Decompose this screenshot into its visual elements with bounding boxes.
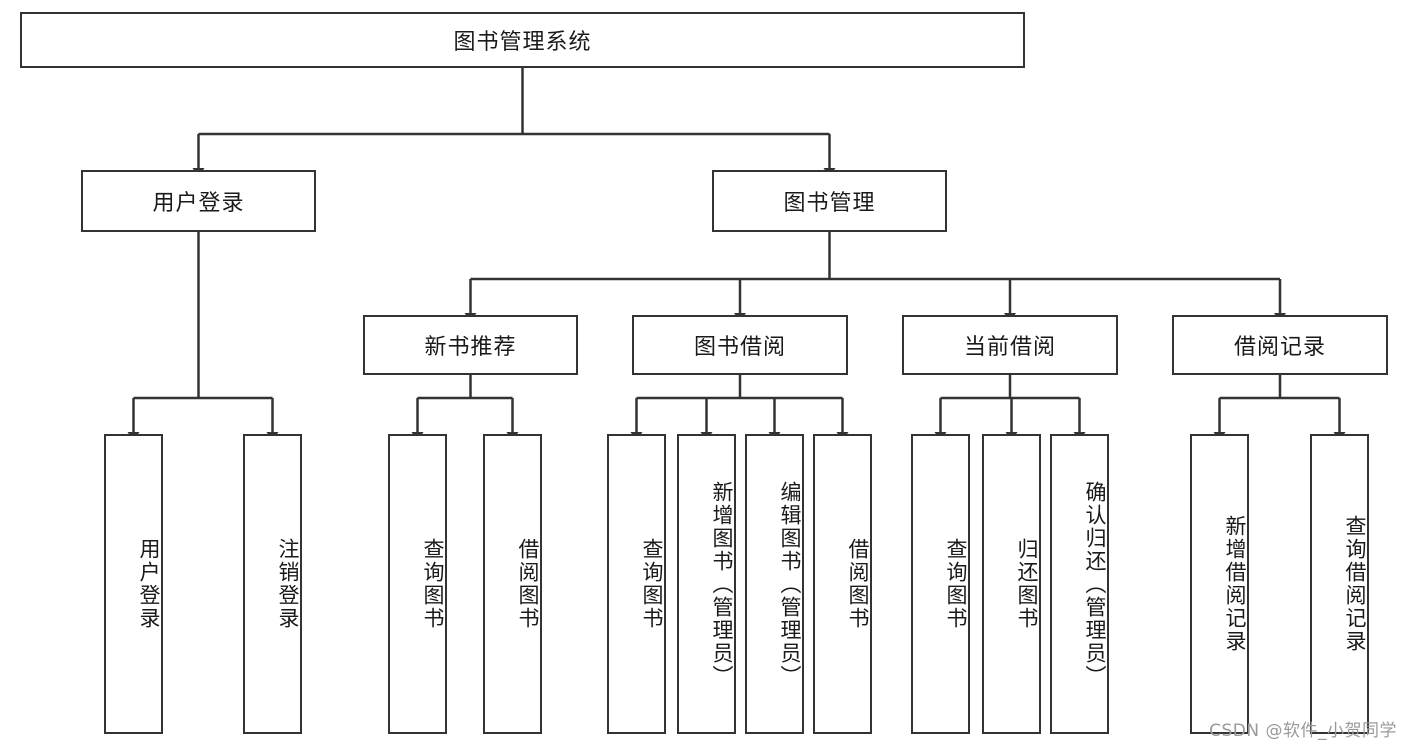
node-label: 当前借阅 xyxy=(963,335,1056,360)
node-label: 用户登录 xyxy=(137,538,161,630)
node-l10[interactable]: 归还图书 xyxy=(982,434,1041,734)
node-label: 图书管理 xyxy=(783,191,876,216)
node-l8[interactable]: 借阅图书 xyxy=(813,434,872,734)
node-label: 新增借阅记录 xyxy=(1223,515,1247,653)
node-l11[interactable]: 确认归还（管理员） xyxy=(1050,434,1109,734)
node-l2[interactable]: 注销登录 xyxy=(243,434,302,734)
node-login[interactable]: 用户登录 xyxy=(81,170,316,232)
node-label: 借阅图书 xyxy=(846,538,870,630)
node-records[interactable]: 借阅记录 xyxy=(1172,315,1388,375)
node-label: 借阅图书 xyxy=(516,538,540,630)
node-l7[interactable]: 编辑图书（管理员） xyxy=(745,434,804,734)
node-l5[interactable]: 查询图书 xyxy=(607,434,666,734)
node-label: 查询借阅记录 xyxy=(1343,515,1367,653)
node-label: 借阅记录 xyxy=(1233,335,1326,360)
node-label: 归还图书 xyxy=(1015,538,1039,630)
node-l1[interactable]: 用户登录 xyxy=(104,434,163,734)
node-l12[interactable]: 新增借阅记录 xyxy=(1190,434,1249,734)
node-l6[interactable]: 新增图书（管理员） xyxy=(677,434,736,734)
node-label: 编辑图书（管理员） xyxy=(778,480,802,688)
node-label: 查询图书 xyxy=(640,538,664,630)
node-current[interactable]: 当前借阅 xyxy=(902,315,1118,375)
node-label: 用户登录 xyxy=(152,191,245,216)
node-borrow[interactable]: 图书借阅 xyxy=(632,315,848,375)
node-bookmgmt[interactable]: 图书管理 xyxy=(712,170,947,232)
node-root[interactable]: 图书管理系统 xyxy=(20,12,1025,68)
node-l13[interactable]: 查询借阅记录 xyxy=(1310,434,1369,734)
node-label: 查询图书 xyxy=(944,538,968,630)
node-label: 确认归还（管理员） xyxy=(1083,480,1107,688)
node-l9[interactable]: 查询图书 xyxy=(911,434,970,734)
watermark-text: CSDN @软件_小贺同学 xyxy=(1209,721,1397,741)
node-label: 新增图书（管理员） xyxy=(710,480,734,688)
node-label: 注销登录 xyxy=(276,538,300,630)
node-label: 查询图书 xyxy=(421,538,445,630)
node-label: 新书推荐 xyxy=(424,335,517,360)
node-l3[interactable]: 查询图书 xyxy=(388,434,447,734)
node-newbook[interactable]: 新书推荐 xyxy=(363,315,578,375)
node-label: 图书借阅 xyxy=(693,335,786,360)
node-label: 图书管理系统 xyxy=(453,30,592,55)
node-l4[interactable]: 借阅图书 xyxy=(483,434,542,734)
